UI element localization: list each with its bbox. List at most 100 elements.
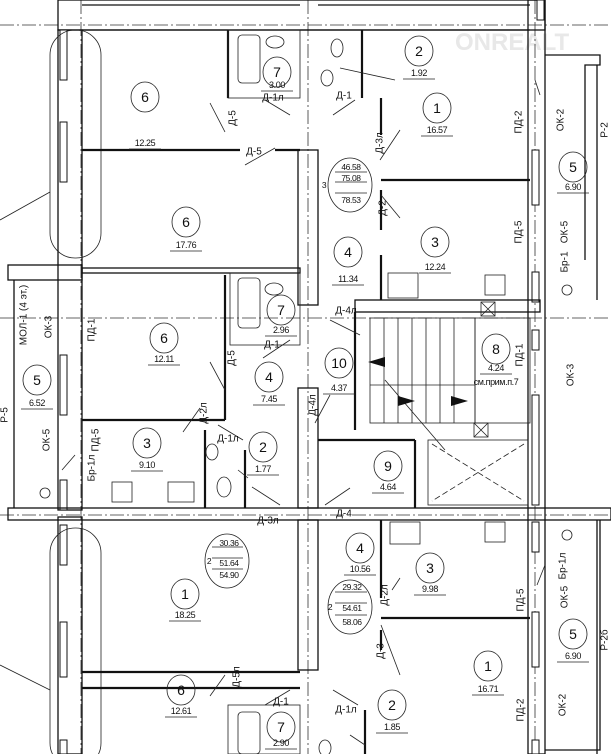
arrow-right-icon bbox=[398, 396, 415, 406]
room-number: 2 bbox=[259, 439, 267, 455]
rooms-count: 2 bbox=[207, 556, 212, 566]
bathtub-icon bbox=[237, 711, 261, 754]
room-area: 12.61 bbox=[171, 706, 192, 716]
bathtub-icon bbox=[237, 34, 261, 84]
room-marker: 116.71 bbox=[472, 650, 504, 696]
element-label: ОК-2 bbox=[558, 693, 569, 716]
element-label: МОЛ-1 (4 эт.) bbox=[19, 285, 30, 345]
element-label: ПД-1 bbox=[515, 343, 526, 366]
room-number-circle bbox=[558, 151, 588, 183]
living-area: 30.36 bbox=[219, 538, 239, 548]
room-area: 16.71 bbox=[478, 684, 499, 694]
total-area: 51.64 bbox=[219, 558, 239, 568]
room-area: 9.98 bbox=[422, 584, 438, 594]
stove-icon bbox=[484, 274, 506, 296]
room-number: 4 bbox=[265, 369, 273, 385]
elevator-shaft bbox=[427, 301, 529, 506]
room-note: см.прим.п.7 bbox=[474, 377, 519, 387]
room-marker: 411.34 bbox=[332, 236, 364, 286]
room-number-circle bbox=[422, 92, 452, 124]
room-number-circle bbox=[266, 711, 296, 743]
room-marker: 617.76 bbox=[170, 206, 202, 252]
room-marker: 47.45 bbox=[253, 361, 285, 406]
room-area: 1.85 bbox=[384, 722, 400, 732]
element-label: Д-1л bbox=[217, 434, 239, 445]
element-label: ПД-1 bbox=[87, 318, 98, 341]
room-area: 7.45 bbox=[261, 394, 277, 404]
bathtub-icon bbox=[237, 277, 261, 329]
element-label: Д-1 bbox=[336, 91, 352, 102]
element-label: Бр-1 bbox=[560, 251, 571, 272]
room-number-circle bbox=[248, 431, 278, 463]
room-number-circle bbox=[149, 322, 179, 354]
room-number: 1 bbox=[484, 658, 492, 674]
element-label: Д-3 bbox=[376, 643, 387, 659]
room-number-circle bbox=[373, 450, 403, 482]
toilet-icon bbox=[216, 476, 232, 498]
room-marker: 118.25 bbox=[169, 578, 201, 622]
room-marker: 410.56 bbox=[344, 532, 376, 576]
room-marker: 39.10 bbox=[131, 427, 163, 472]
room-marker: 612.11 bbox=[148, 322, 180, 366]
element-label: Д-5 bbox=[227, 350, 238, 366]
kitchen-sink-icon bbox=[389, 521, 421, 545]
element-label: Д-5л bbox=[232, 666, 243, 688]
room-marker: 73.00 bbox=[261, 56, 293, 92]
total-area: 54.61 bbox=[342, 603, 362, 613]
element-label: Бр-1л bbox=[558, 552, 569, 579]
element-label: Д-1л bbox=[262, 93, 284, 104]
element-label: Д-5 bbox=[246, 147, 262, 158]
total-with-balcony: 54.90 bbox=[219, 570, 239, 580]
room-number-circle bbox=[345, 532, 375, 564]
room-marker: 116.57 bbox=[421, 92, 453, 137]
element-label: Д-4л bbox=[335, 306, 357, 317]
living-area: 29.32 bbox=[342, 582, 362, 592]
kitchen-sink-icon bbox=[167, 481, 195, 503]
rooms-count: 2 bbox=[328, 602, 333, 612]
room-number-circle bbox=[132, 427, 162, 459]
room-area: 6.90 bbox=[565, 651, 581, 661]
room-marker: 94.64 bbox=[372, 450, 404, 494]
element-label: Д-3л bbox=[257, 516, 279, 527]
element-label: Р-5 bbox=[0, 407, 11, 423]
room-number-circle bbox=[558, 618, 588, 650]
room-number: 5 bbox=[33, 372, 41, 388]
room-number: 2 bbox=[388, 697, 396, 713]
room-number: 5 bbox=[569, 159, 577, 175]
room-area: 6.52 bbox=[29, 398, 45, 408]
room-marker: 21.85 bbox=[376, 689, 408, 734]
sink-icon bbox=[318, 739, 332, 754]
room-number-circle bbox=[254, 361, 284, 393]
element-label: ОК-3 bbox=[44, 315, 55, 338]
room-area: 18.25 bbox=[175, 610, 196, 620]
room-area: 1.77 bbox=[255, 464, 271, 474]
room-area: 11.34 bbox=[338, 274, 358, 284]
room-marker: 56.52 bbox=[21, 364, 53, 410]
room-marker: 56.90 bbox=[557, 151, 589, 194]
element-label: ПД-5 bbox=[516, 588, 527, 611]
room-area: 10.56 bbox=[350, 564, 371, 574]
room-number: 9 bbox=[384, 458, 392, 474]
room-marker: 312.24 bbox=[419, 226, 451, 274]
room-area: 3.00 bbox=[269, 80, 285, 90]
room-area: 1.92 bbox=[411, 68, 427, 78]
toilet-icon bbox=[330, 38, 344, 58]
room-marker: 72.90 bbox=[265, 711, 297, 750]
element-label: ОК-2 bbox=[556, 108, 567, 131]
staircase bbox=[368, 317, 531, 451]
room-number: 3 bbox=[143, 435, 151, 451]
element-label: Д-4 bbox=[336, 509, 352, 520]
room-area: 6.90 bbox=[565, 182, 581, 192]
room-area: 17.76 bbox=[176, 240, 197, 250]
element-label: ОК-5 bbox=[560, 220, 571, 243]
room-number-circle bbox=[170, 578, 200, 610]
stove-icon bbox=[484, 521, 506, 543]
room-number: 3 bbox=[426, 560, 434, 576]
room-number: 2 bbox=[415, 43, 423, 59]
room-number: 3 bbox=[431, 234, 439, 250]
room-area: 12.24 bbox=[425, 262, 446, 272]
room-number-circle bbox=[404, 35, 434, 67]
room-marker: 72.96 bbox=[265, 294, 297, 337]
